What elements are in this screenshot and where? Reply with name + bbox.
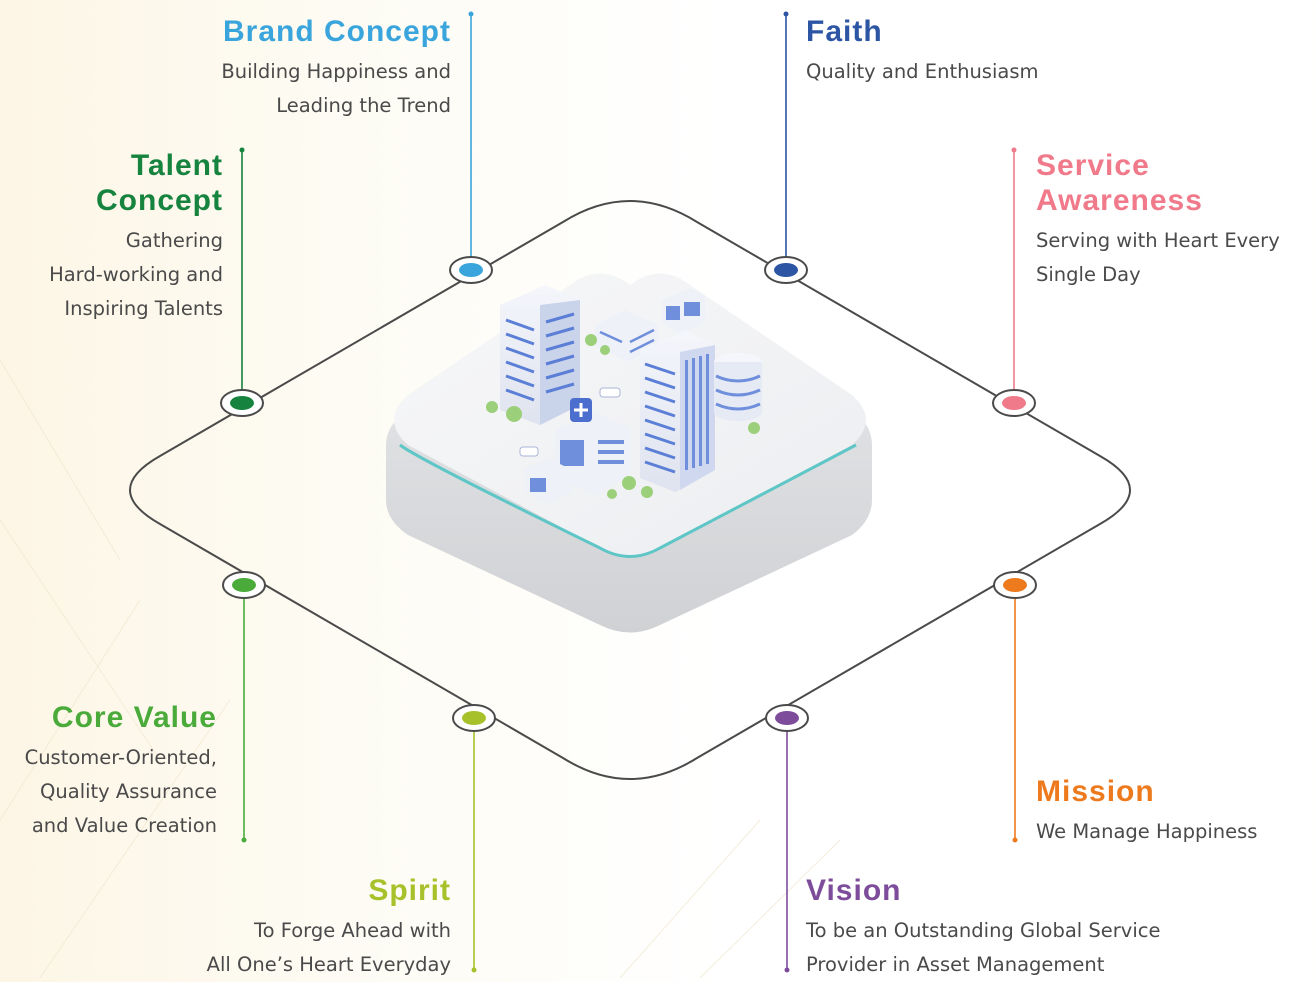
talent-concept-title: Concept xyxy=(96,184,223,217)
faith-title: Faith xyxy=(806,15,883,48)
faith-node-fill xyxy=(774,263,798,277)
service-awareness-desc-line: Serving with Heart Every xyxy=(1036,229,1280,252)
service-awareness-title: Awareness xyxy=(1036,184,1203,217)
brand-concept-end-dot xyxy=(468,11,474,17)
service-awareness-node-fill xyxy=(1002,396,1026,410)
faith-end-dot xyxy=(783,11,789,17)
mission-title: Mission xyxy=(1036,775,1155,808)
brand-concept-desc-line: Leading the Trend xyxy=(276,94,451,117)
brand-concept-title: Brand Concept xyxy=(222,15,451,48)
core-value-desc-line: Quality Assurance xyxy=(40,780,217,803)
talent-concept-desc-line: Inspiring Talents xyxy=(64,297,223,320)
faith-desc-line: Quality and Enthusiasm xyxy=(806,60,1039,83)
talent-concept-desc-line: Hard-working and xyxy=(49,263,223,286)
background-pattern xyxy=(0,359,841,978)
diamond-ring xyxy=(129,200,1131,780)
service-awareness-end-dot xyxy=(1011,147,1017,153)
vision-title: Vision xyxy=(806,874,902,907)
talent-concept-node-fill xyxy=(230,396,254,410)
vision-desc-line: Provider in Asset Management xyxy=(806,953,1105,976)
service-awareness-title: Service xyxy=(1036,149,1150,182)
mission-end-dot xyxy=(1012,837,1018,843)
vision-label: Vision To be an Outstanding Global Servic… xyxy=(806,873,1160,982)
core-value-node-fill xyxy=(232,578,256,592)
spirit-desc-line: All One’s Heart Everyday xyxy=(206,953,451,976)
spirit-desc-line: To Forge Ahead with xyxy=(253,919,451,942)
core-value-desc-line: and Value Creation xyxy=(31,814,217,837)
core-value-desc-line: Customer-Oriented, xyxy=(24,746,217,769)
brand-concept-desc-line: Building Happiness and xyxy=(221,60,451,83)
talent-concept-desc-line: Gathering xyxy=(125,229,223,252)
vision-end-dot xyxy=(784,967,790,973)
nodes-layer xyxy=(220,11,1037,973)
vision-node-fill xyxy=(775,711,799,725)
spirit-end-dot xyxy=(471,967,477,973)
city-buildings xyxy=(486,285,762,504)
talent-concept-title: Talent xyxy=(130,149,223,182)
spirit-title: Spirit xyxy=(368,874,451,907)
mission-label: Mission We Manage Happiness xyxy=(1036,774,1257,849)
vision-desc-line: To be an Outstanding Global Service xyxy=(806,919,1161,942)
service-awareness-desc-line: Single Day xyxy=(1036,263,1141,286)
brand-concept-node-fill xyxy=(459,263,483,277)
talent-concept-end-dot xyxy=(239,147,245,153)
mission-desc-line: We Manage Happiness xyxy=(1036,820,1258,843)
mission-node-fill xyxy=(1003,578,1027,592)
core-value-end-dot xyxy=(241,837,247,843)
core-value-title: Core Value xyxy=(51,701,217,734)
spirit-node-fill xyxy=(462,711,486,725)
